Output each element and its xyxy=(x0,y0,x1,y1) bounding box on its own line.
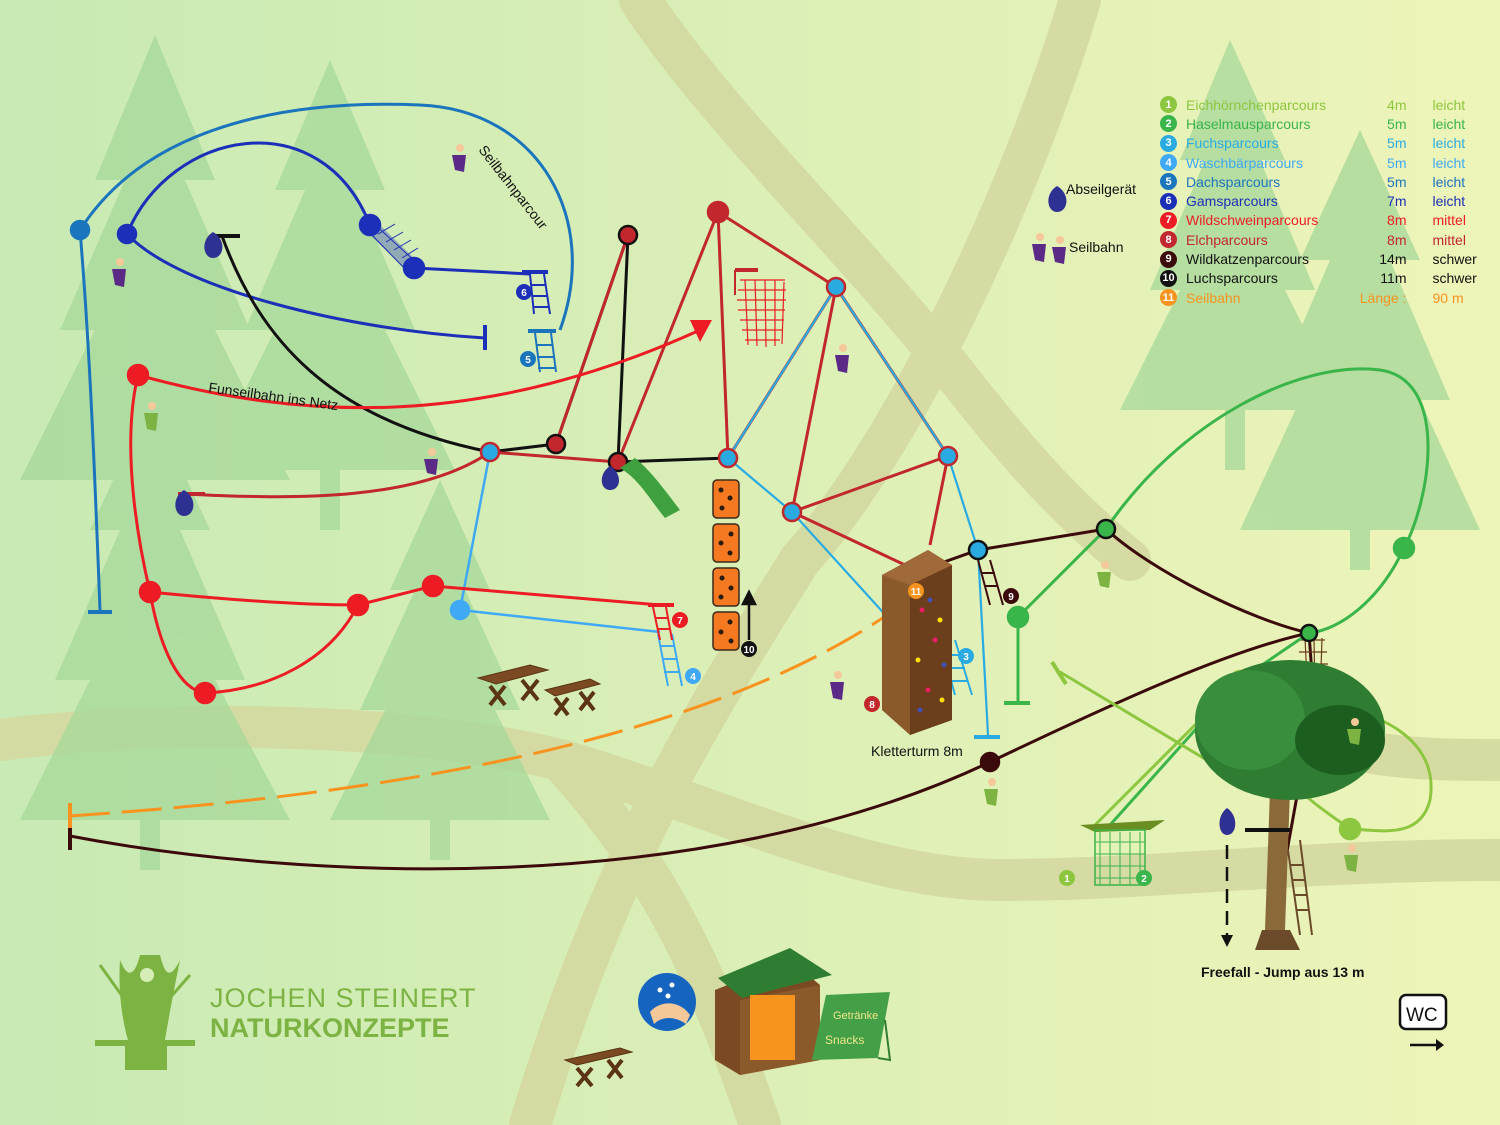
legend-level: mittel xyxy=(1432,231,1466,248)
brand-line2: NATURKONZEPTE xyxy=(210,1013,450,1043)
brand-line1: JOCHEN STEINERT xyxy=(210,983,477,1013)
svg-text:2: 2 xyxy=(1141,874,1147,885)
wc-label: WC xyxy=(1406,1005,1438,1026)
kiosk-hut xyxy=(715,948,892,1075)
legend-row: 9 Wildkatzenparcours 14m schwer xyxy=(1160,249,1490,268)
svg-text:1: 1 xyxy=(1064,874,1070,885)
legend-number: 4 xyxy=(1160,154,1177,172)
svg-text:6: 6 xyxy=(521,288,527,299)
start-platform-net xyxy=(1080,820,1165,886)
zipline-people xyxy=(112,144,1361,872)
legend-number: 10 xyxy=(1160,269,1177,287)
legend-number: 3 xyxy=(1160,134,1177,152)
climbing-holds xyxy=(718,487,734,644)
freefall-label: Freefall - Jump aus 13 m xyxy=(1201,964,1364,980)
legend-name: Wildschweinparcours xyxy=(1186,212,1319,229)
brand-logo-icon xyxy=(95,955,195,1070)
abseil-icons xyxy=(175,186,1236,835)
elch-net xyxy=(737,279,786,348)
snacks-label: Snacks xyxy=(825,1033,864,1047)
legend-number: 9 xyxy=(1160,250,1177,268)
legend-level: 90 m xyxy=(1432,289,1464,306)
getraenke-label: Getränke xyxy=(833,1010,878,1022)
legend-height: Länge : xyxy=(1359,289,1407,306)
route-dachsparcours xyxy=(78,102,574,614)
legend-number: 1 xyxy=(1160,96,1177,114)
svg-text:11: 11 xyxy=(911,587,922,598)
legend-height: 7m xyxy=(1387,193,1407,210)
legend-name: Wildkatzenparcours xyxy=(1186,251,1309,268)
svg-text:4: 4 xyxy=(690,672,696,683)
legend-height: 5m xyxy=(1387,115,1407,132)
legend-row: 6 Gamsparcours 7m leicht xyxy=(1160,191,1490,210)
picnic-benches xyxy=(476,664,634,1088)
route-number-markers: 6 5 7 4 10 11 3 8 9 1 2 xyxy=(516,284,1152,886)
legend-level: schwer xyxy=(1432,251,1477,268)
route-seilbahn xyxy=(68,593,916,828)
legend-row: 7 Wildschweinparcours 8m mittel xyxy=(1160,211,1490,230)
legend-name: Elchparcours xyxy=(1186,231,1268,248)
slide xyxy=(620,458,680,518)
svg-text:8: 8 xyxy=(869,700,875,711)
legend-height: 14m xyxy=(1379,251,1407,268)
legend-level: leicht xyxy=(1432,96,1466,113)
legend-height: 11m xyxy=(1380,270,1407,287)
legend-number: 2 xyxy=(1160,115,1177,133)
freefall-tree xyxy=(1195,660,1385,950)
legend-name: Seilbahn xyxy=(1186,289,1241,306)
legend-name: Fuchsparcours xyxy=(1186,135,1279,152)
legend: 1 Eichhörnchenparcours 4m leicht 2 Haselmausp… xyxy=(1160,95,1490,307)
legend-name: Luchsparcours xyxy=(1186,270,1278,287)
route-luchsparcours xyxy=(210,234,729,464)
legend-level: leicht xyxy=(1432,154,1466,171)
legend-number: 11 xyxy=(1160,289,1177,307)
svg-text:5: 5 xyxy=(525,355,531,366)
legend-row: 2 Haselmausparcours 5m leicht xyxy=(1160,114,1490,133)
legend-height: 8m xyxy=(1387,212,1407,229)
legend-row: 5 Dachsparcours 5m leicht xyxy=(1160,172,1490,191)
wc-sign xyxy=(1398,993,1448,1051)
legend-level: leicht xyxy=(1432,115,1466,132)
kletterturm-label: Kletterturm 8m xyxy=(871,743,963,759)
legend-level: schwer xyxy=(1432,270,1477,287)
legend-height: 4m xyxy=(1387,96,1407,113)
route-fuchsparcours xyxy=(727,286,1000,739)
abseilgeraet-label: Abseilgerät xyxy=(1066,181,1136,197)
legend-name: Dachsparcours xyxy=(1186,173,1281,190)
legend-name: Eichhörnchenparcours xyxy=(1186,96,1327,113)
legend-row: 11 Seilbahn Länge : 90 m xyxy=(1160,288,1490,307)
seilbahn-label: Seilbahn xyxy=(1069,239,1124,255)
legend-row: 10 Luchsparcours 11m schwer xyxy=(1160,269,1490,288)
svg-text:7: 7 xyxy=(677,616,683,627)
legend-number: 5 xyxy=(1160,173,1177,191)
legend-height: 8m xyxy=(1387,231,1407,248)
legend-level: mittel xyxy=(1432,212,1466,229)
up-arrow-icon xyxy=(740,589,758,640)
legend-level: leicht xyxy=(1432,173,1466,190)
legend-row: 3 Fuchsparcours 5m leicht xyxy=(1160,134,1490,153)
gams-net xyxy=(364,221,419,273)
legend-height: 5m xyxy=(1387,154,1407,171)
svg-text:9: 9 xyxy=(1008,592,1014,603)
legend-number: 7 xyxy=(1160,211,1177,229)
legend-number: 8 xyxy=(1160,231,1177,249)
legend-row: 8 Elchparcours 8m mittel xyxy=(1160,230,1490,249)
legend-level: leicht xyxy=(1432,135,1466,152)
legend-height: 5m xyxy=(1387,135,1407,152)
handwash-icon xyxy=(638,973,696,1031)
legend-number: 6 xyxy=(1160,192,1177,210)
svg-text:3: 3 xyxy=(963,652,969,663)
legend-row: 1 Eichhörnchenparcours 4m leicht xyxy=(1160,95,1490,114)
brand: JOCHEN STEINERT NATURKONZEPTE xyxy=(210,985,477,1042)
svg-text:10: 10 xyxy=(743,645,755,656)
kletterturm xyxy=(882,550,952,735)
legend-name: Gamsparcours xyxy=(1186,193,1278,210)
legend-name: Haselmausparcours xyxy=(1186,115,1311,132)
legend-height: 5m xyxy=(1387,173,1407,190)
legend-row: 4 Waschbärparcours 5m leicht xyxy=(1160,153,1490,172)
legend-name: Waschbärparcours xyxy=(1186,154,1303,171)
legend-level: leicht xyxy=(1432,193,1466,210)
